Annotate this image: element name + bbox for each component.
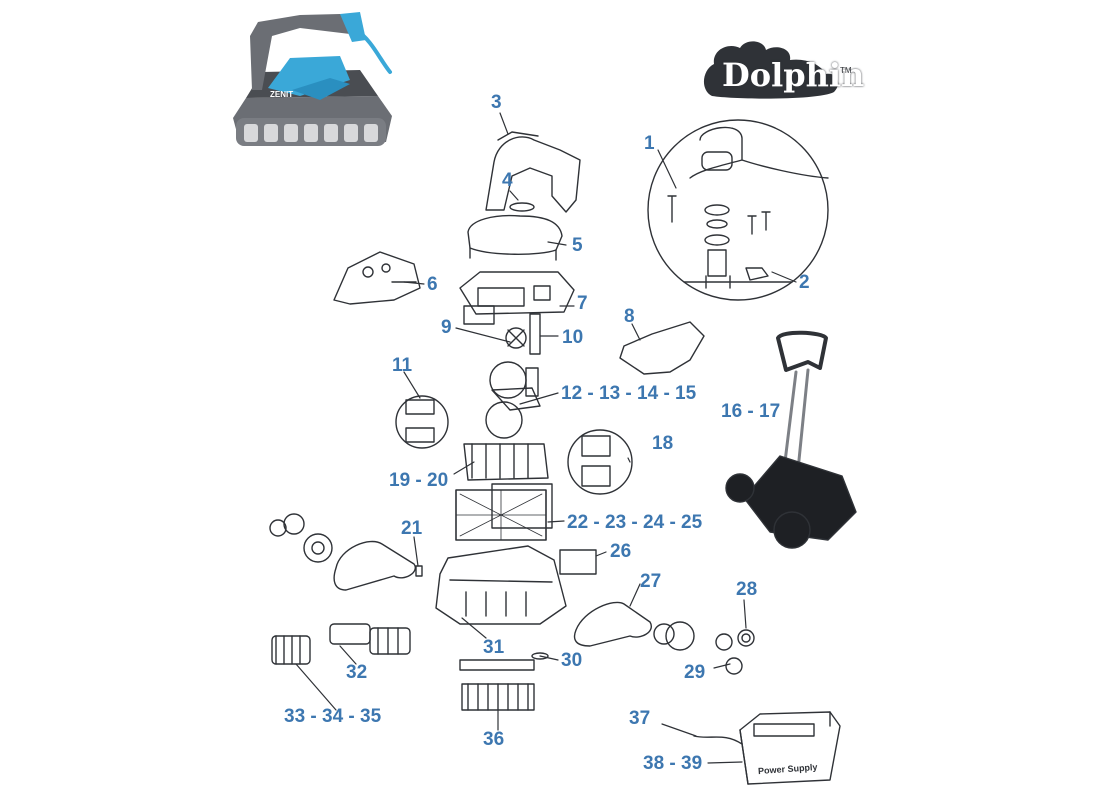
callout-part-31: 31 <box>483 637 505 658</box>
callout-parts-12-15: 12 - 13 - 14 - 15 <box>561 383 697 404</box>
callout-part-2: 2 <box>799 272 810 293</box>
part-31-base-body <box>435 545 567 625</box>
callout-part-29: 29 <box>684 662 706 683</box>
callout-part-8: 8 <box>624 306 635 327</box>
part-27-track-right <box>573 601 695 651</box>
part-37-cable <box>693 735 743 745</box>
part-32-35-brushes <box>271 623 411 665</box>
trademark-symbol: TM <box>840 66 852 75</box>
callout-part-1: 1 <box>644 133 655 154</box>
callout-part-28: 28 <box>736 579 758 600</box>
dolphin-logo-shape <box>703 41 839 99</box>
part-19-20-motor-unit <box>463 443 549 481</box>
callout-part-6: 6 <box>427 274 438 295</box>
robot-model-badge: ZENIT <box>270 90 294 99</box>
callout-part-10: 10 <box>562 327 584 348</box>
part-18-weights <box>567 429 633 495</box>
callout-part-37: 37 <box>629 708 651 729</box>
callout-part-7: 7 <box>577 293 588 314</box>
callout-part-36: 36 <box>483 729 505 750</box>
callout-part-3: 3 <box>491 92 502 113</box>
part-7-upper-housing <box>459 271 575 355</box>
part-11-weights <box>395 395 449 449</box>
callout-part-21: 21 <box>401 518 423 539</box>
part-8-side-cover <box>619 321 705 375</box>
callout-part-4: 4 <box>502 170 513 191</box>
part-16-17-caddy-cart <box>725 330 857 549</box>
part-28-29-bearings <box>715 629 755 675</box>
part-22-25-filters <box>455 483 553 541</box>
callout-part-26: 26 <box>610 541 632 562</box>
callout-part-30: 30 <box>561 650 583 671</box>
callout-part-32: 32 <box>346 662 368 683</box>
dolphin-logo: Dolphin <box>722 56 865 94</box>
part-4-clip <box>509 202 535 212</box>
callout-parts-38-39: 38 - 39 <box>643 753 703 774</box>
part-30-36-bottom-parts <box>459 652 549 711</box>
part-21-track-left <box>269 513 423 591</box>
detail-circle <box>647 119 829 301</box>
callout-part-18: 18 <box>652 433 674 454</box>
part-5-top-cover <box>467 214 563 261</box>
leader-lines <box>295 112 797 764</box>
callout-part-5: 5 <box>572 235 583 256</box>
callout-part-11: 11 <box>392 355 413 376</box>
callout-parts-19-20: 19 - 20 <box>389 470 449 491</box>
part-6-side-panel <box>333 251 421 305</box>
callout-parts-33-35: 33 - 34 - 35 <box>284 706 382 727</box>
part-38-39-power-supply <box>739 711 841 785</box>
callout-parts-22-25: 22 - 23 - 24 - 25 <box>567 512 703 533</box>
callout-parts-16-17: 16 - 17 <box>721 401 781 422</box>
robot-product-image <box>233 12 392 146</box>
callout-part-9: 9 <box>441 317 452 338</box>
callout-part-27: 27 <box>640 571 662 592</box>
part-3-handle <box>485 131 581 213</box>
part-26-block <box>559 549 597 575</box>
part-12-15-motor-parts <box>485 361 541 439</box>
